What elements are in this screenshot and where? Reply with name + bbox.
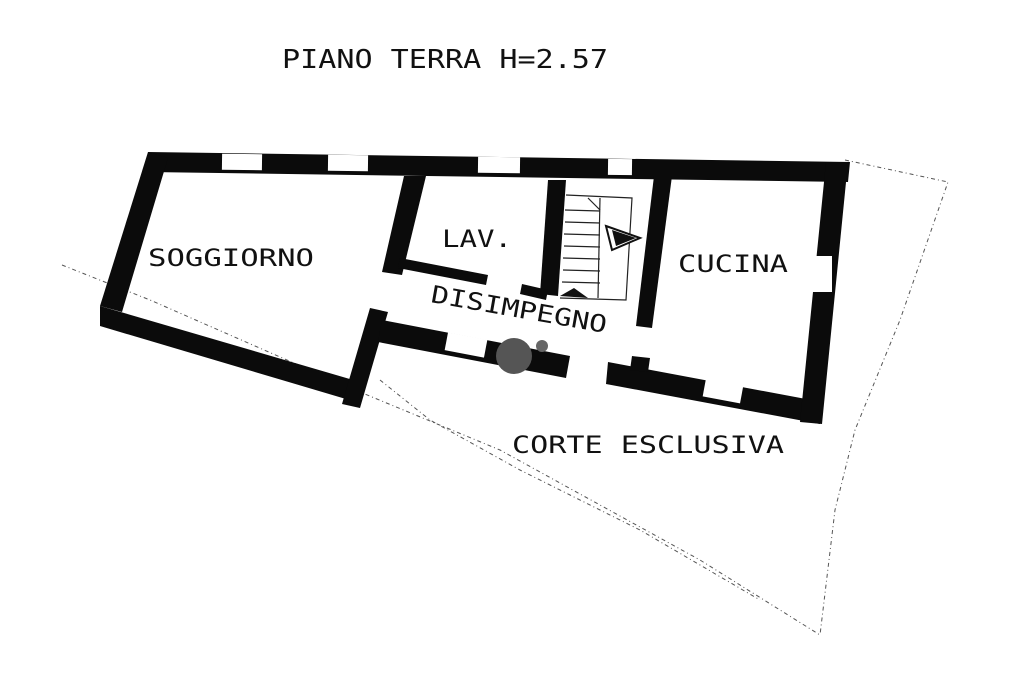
wall-lav-west xyxy=(382,176,426,275)
watermark-circle xyxy=(496,338,532,374)
watermark-dot xyxy=(536,340,548,352)
wall-lav-south xyxy=(398,258,488,285)
stair-step xyxy=(564,221,601,224)
window-kitchen-south xyxy=(702,378,744,404)
stair-step xyxy=(587,197,601,211)
wall-west xyxy=(100,152,168,312)
stair-arrow-fill-icon xyxy=(612,230,636,246)
boundary-south-line xyxy=(61,264,821,636)
wall-stair-landing xyxy=(520,284,548,300)
wall-east xyxy=(800,162,848,424)
stair-step xyxy=(564,209,601,212)
plan-title: PIANO TERRA H=2.57 xyxy=(282,45,608,75)
stair-up-arrow-icon xyxy=(560,288,588,298)
door-corridor xyxy=(444,332,488,358)
wall-southwest xyxy=(100,306,360,402)
window-kitchen-east xyxy=(806,256,832,292)
staircase xyxy=(559,194,643,301)
room-label-lav: LAV. xyxy=(442,225,512,253)
wall-stair-west xyxy=(540,180,566,296)
stair-step xyxy=(562,269,601,272)
window-north-1 xyxy=(221,153,263,171)
stair-step xyxy=(563,245,601,248)
stair-step xyxy=(563,233,601,236)
lot-boundary xyxy=(61,159,949,636)
stair-step xyxy=(561,281,601,284)
room-label-disimpegno: DISIMPEGNO xyxy=(429,280,609,338)
window-north-2 xyxy=(327,154,369,172)
wall-kitchen-west xyxy=(636,176,672,328)
wall-kitchen-nib xyxy=(630,356,650,372)
area-label-corte: CORTE ESCLUSIVA xyxy=(512,431,785,459)
window-north-4 xyxy=(607,158,633,176)
stair-step xyxy=(562,257,601,260)
window-north-3 xyxy=(477,156,521,174)
boundary-inner-line xyxy=(379,379,761,601)
wall-return xyxy=(342,308,388,408)
stair-outline xyxy=(559,194,633,301)
boundary-east-line xyxy=(819,159,949,636)
watermark-mark xyxy=(496,338,548,374)
room-label-cucina: CUCINA xyxy=(678,250,789,278)
stair-rail xyxy=(597,197,601,299)
room-label-soggiorno: SOGGIORNO xyxy=(148,244,314,272)
openings xyxy=(221,153,832,404)
